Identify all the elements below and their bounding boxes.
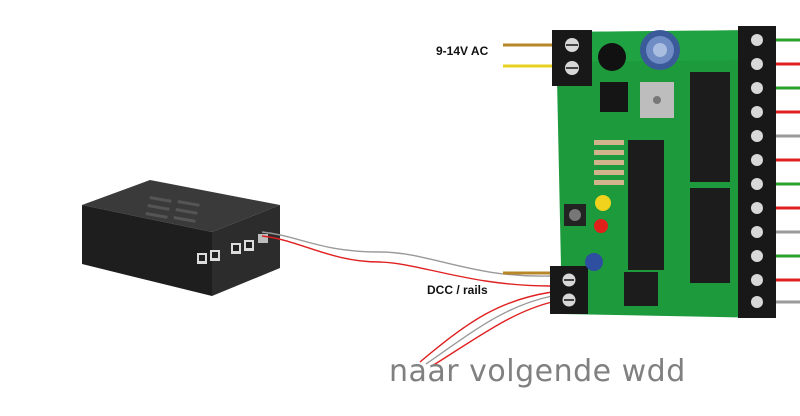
- next-wire-grey-1: [425, 295, 553, 365]
- dcc-rails-label: DCC / rails: [427, 283, 488, 297]
- bridge-rectifier: [598, 43, 626, 71]
- ic-chip-large-bottom: [690, 188, 730, 283]
- command-station-ports: [197, 234, 268, 264]
- ic-chip-mid: [628, 140, 664, 270]
- ic-chip-small: [624, 272, 658, 306]
- led-red: [594, 219, 608, 233]
- command-station-front: [82, 205, 212, 296]
- command-station-vent-slots: [145, 195, 200, 223]
- next-decoder-wires: [419, 291, 553, 367]
- ic-chip-large-top: [690, 72, 730, 182]
- dcc-wires: [261, 231, 551, 287]
- dcc-terminal-block: [550, 266, 588, 314]
- power-wires: [503, 43, 555, 68]
- command-station-top: [82, 180, 280, 232]
- command-station: [82, 180, 280, 296]
- next-wire-red-2: [431, 301, 553, 367]
- decoder-board: [550, 26, 800, 318]
- output-wires: [776, 38, 800, 304]
- track-output-connector: [258, 234, 268, 243]
- voltage-regulator: [600, 82, 628, 112]
- dcc-wire-red: [261, 235, 551, 287]
- power-input-label: 9-14V AC: [436, 44, 489, 58]
- output-terminal-strip: [738, 26, 776, 318]
- power-terminal-block: [552, 30, 592, 86]
- small-capacitor: [585, 253, 603, 271]
- next-decoder-label: naar volgende wdd: [389, 354, 686, 389]
- dcc-wire-grey: [261, 231, 551, 277]
- led-yellow: [595, 195, 611, 211]
- resistors: [594, 140, 624, 185]
- next-wire-red-1: [419, 291, 553, 363]
